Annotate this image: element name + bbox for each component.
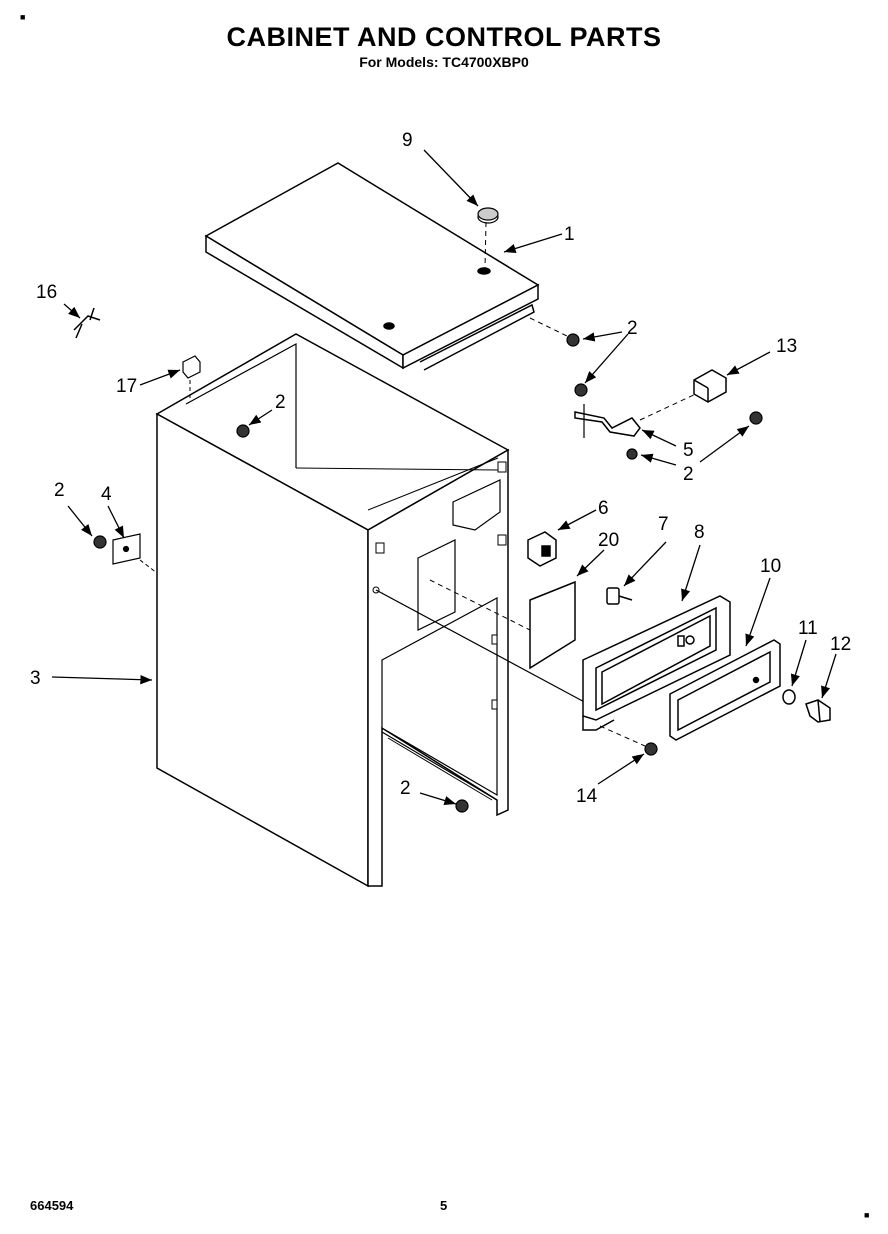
callout-20: 20 [598, 530, 619, 551]
part-20-cover [529, 580, 576, 670]
callout-5: 5 [683, 440, 694, 461]
callout-9: 9 [402, 130, 413, 151]
dash-14 [599, 725, 646, 747]
corner-mark-top-left: ■ [20, 12, 26, 22]
part-1-cabinet-top [204, 162, 540, 371]
callout-2-bottom: 2 [400, 778, 411, 799]
dash-4 [139, 559, 158, 574]
callout-14: 14 [576, 786, 598, 807]
document-number: 664594 [30, 1198, 74, 1213]
part-3-cabinet [155, 333, 510, 888]
leader-lines [51, 149, 837, 806]
callout-2-right: 2 [683, 464, 694, 485]
callout-2-left: 2 [54, 480, 65, 501]
callout-12: 12 [830, 634, 851, 655]
part-5-bracket [574, 404, 641, 438]
part-9-plug [477, 207, 499, 224]
callout-13: 13 [776, 336, 797, 357]
line-3-to-8 [375, 589, 591, 706]
callout-17: 17 [116, 376, 137, 397]
part-12-knob [805, 699, 831, 723]
part-13-hinge [693, 369, 727, 403]
part-8-console [582, 595, 731, 731]
callout-10: 10 [760, 556, 781, 577]
page-number: 5 [440, 1198, 448, 1213]
dash-20 [429, 579, 531, 631]
callout-3: 3 [30, 668, 41, 689]
page-subtitle: For Models: TC4700XBP0 [359, 54, 529, 70]
callout-2-cabinet: 2 [275, 392, 286, 413]
callout-16: 16 [36, 282, 57, 303]
part-17-clip [182, 355, 201, 379]
screw-parts-2 [93, 333, 763, 813]
part-4-bracket [112, 533, 141, 565]
dash-5-13 [639, 391, 701, 421]
callout-labels: 9 1 2 16 17 2 13 5 2 2 4 6 20 7 8 10 11 … [30, 130, 851, 807]
part-16-clip [73, 307, 101, 339]
callout-11: 11 [798, 618, 818, 639]
part-11-spring [782, 689, 796, 705]
callout-1: 1 [564, 224, 575, 245]
callout-7: 7 [658, 514, 669, 535]
part-7-clip [606, 587, 633, 605]
part-6-switch [527, 531, 557, 567]
callout-2-top: 2 [627, 318, 638, 339]
corner-mark-bottom-right: ■ [864, 1210, 870, 1220]
dash-9-to-1 [484, 221, 487, 269]
callout-6: 6 [598, 498, 609, 519]
part-10-overlay [669, 639, 781, 741]
page-title: CABINET AND CONTROL PARTS [226, 22, 662, 52]
callout-4: 4 [101, 484, 112, 505]
callout-8: 8 [694, 522, 705, 543]
dash-top-screw [529, 317, 568, 337]
